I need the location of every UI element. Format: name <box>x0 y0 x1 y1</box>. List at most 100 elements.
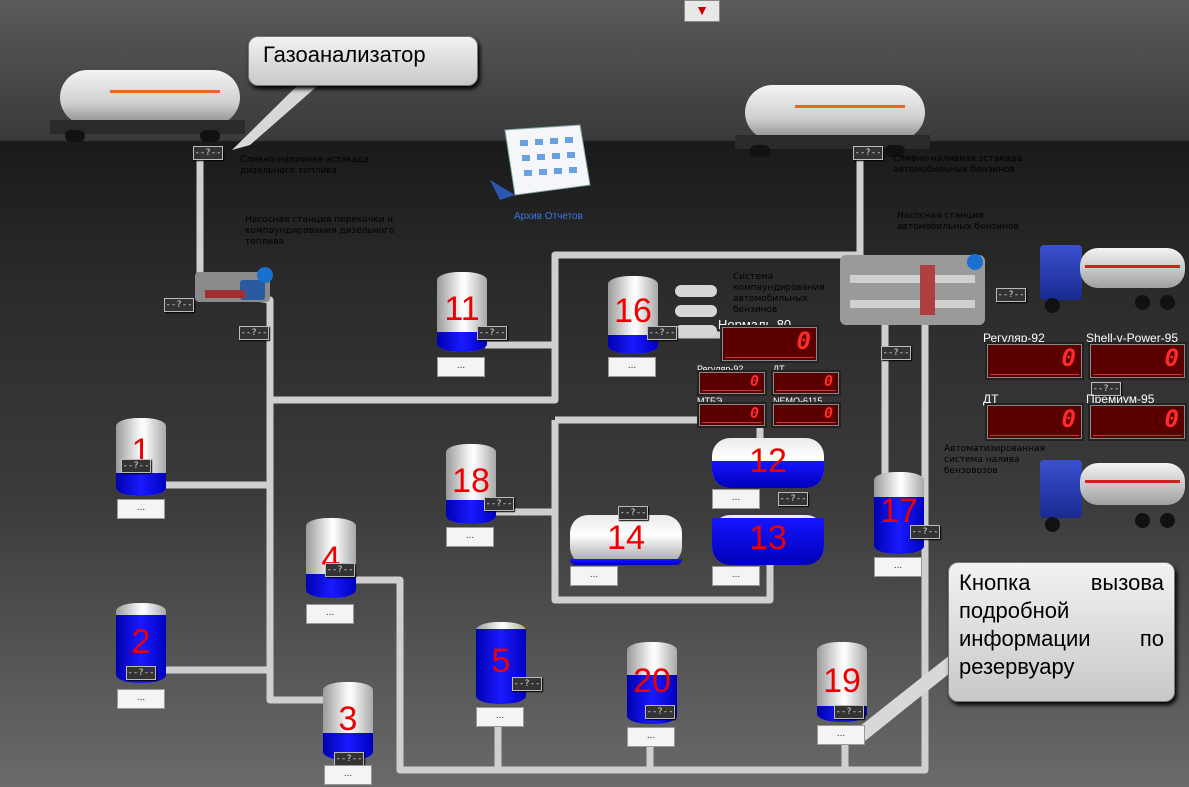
tank-2-number: 2 <box>131 623 151 661</box>
display-nemo: 0 <box>771 402 841 428</box>
callout-pointer-info <box>855 655 960 745</box>
display-dt-value: 0 <box>1061 405 1076 433</box>
callout-gas-analyzer-text: Газоанализатор <box>263 42 426 67</box>
display-mtbe: 0 <box>697 402 767 428</box>
pump-station-petrol <box>840 254 985 325</box>
display-shell95: 0 <box>1088 342 1187 380</box>
tank-4[interactable]: 4 <box>306 518 356 598</box>
info-button[interactable]: --?-- <box>1091 382 1121 396</box>
info-button[interactable]: --?-- <box>477 326 507 340</box>
display-label-prem95: Премиум-95 <box>1086 392 1155 406</box>
callout-info-button-text: Кнопка вызова подробной информации по ре… <box>959 570 1164 679</box>
tank-18-number: 18 <box>452 462 490 500</box>
info-button[interactable]: --?-- <box>126 666 156 680</box>
tank-11-number: 11 <box>444 290 480 328</box>
display-label-reg92: Регуляр-92 <box>983 331 1045 345</box>
tank-20-number: 20 <box>633 662 671 700</box>
info-button[interactable]: --?-- <box>645 705 675 719</box>
tank-3-number: 3 <box>338 700 358 738</box>
tank-3[interactable]: 3 <box>323 682 373 760</box>
blending-vessels <box>675 285 717 337</box>
display-prem95-value: 0 <box>1164 405 1179 433</box>
details-button-tank-17[interactable]: ... <box>874 557 922 577</box>
display-dt-small: 0 <box>771 370 841 396</box>
tank-2[interactable]: 2 <box>116 603 166 683</box>
details-button-tank-14[interactable]: ... <box>570 566 618 586</box>
details-button-tank-13[interactable]: ... <box>712 566 760 586</box>
info-button[interactable]: --?-- <box>853 146 883 160</box>
info-button[interactable]: --?-- <box>325 563 355 577</box>
details-button-tank-11[interactable]: ... <box>437 357 485 377</box>
display-reg92-small: 0 <box>697 370 767 396</box>
info-button[interactable]: --?-- <box>778 492 808 506</box>
archive-link[interactable]: Архив Отчетов <box>514 211 583 222</box>
label-petrol-pump: Насосная станция автомобильных бензинов <box>897 211 1019 232</box>
details-button-tank-5[interactable]: ... <box>476 707 524 727</box>
tank-14-number: 14 <box>607 519 645 557</box>
display-label-reg92-small: Регуляр-92 <box>697 364 744 374</box>
calendar-icon <box>490 124 591 200</box>
details-button-tank-3[interactable]: ... <box>324 765 372 785</box>
details-button-tank-1[interactable]: ... <box>117 499 165 519</box>
display-nemo-value: 0 <box>823 404 833 422</box>
tank-13-number: 13 <box>749 519 787 557</box>
label-diesel-rack: Сливно-наливная эстакада дизельного топл… <box>240 155 370 176</box>
tank-12-number: 12 <box>749 442 787 480</box>
callout-info-button: Кнопка вызова подробной информации по ре… <box>948 562 1175 702</box>
display-prem95: 0 <box>1088 403 1187 441</box>
display-reg92-small-value: 0 <box>749 372 759 390</box>
tank-16[interactable]: 16 <box>608 276 658 354</box>
info-button[interactable]: --?-- <box>121 459 151 473</box>
display-reg92: 0 <box>985 342 1084 380</box>
callout-gas-analyzer: Газоанализатор <box>248 36 478 86</box>
display-label-dt: ДТ <box>983 392 999 406</box>
tank-16-number: 16 <box>614 292 652 330</box>
pump-station-diesel <box>195 267 273 302</box>
display-shell95-value: 0 <box>1164 344 1179 372</box>
label-blending: Система компаундирования автомобильных б… <box>733 272 825 315</box>
info-button[interactable]: --?-- <box>834 705 864 719</box>
tank-5[interactable]: 5 <box>476 622 526 704</box>
tank-18[interactable]: 18 <box>446 444 496 524</box>
info-button[interactable]: --?-- <box>996 288 1026 302</box>
details-button-tank-2[interactable]: ... <box>117 689 165 709</box>
label-petrol-rack: Сливно-наливная эстакада автомобильных б… <box>893 154 1023 175</box>
callout-pointer-gas <box>232 75 330 150</box>
info-button[interactable]: --?-- <box>193 146 223 160</box>
display-normal80: 0 <box>720 325 819 363</box>
details-button-tank-16[interactable]: ... <box>608 357 656 377</box>
collapse-button[interactable]: ▼ <box>684 0 720 22</box>
display-label-shell95: Shell-v-Power-95 <box>1086 331 1179 345</box>
details-button-tank-18[interactable]: ... <box>446 527 494 547</box>
info-button[interactable]: --?-- <box>618 506 648 520</box>
info-button[interactable]: --?-- <box>164 298 194 312</box>
info-button[interactable]: --?-- <box>881 346 911 360</box>
tank-11[interactable]: 11 <box>437 272 487 352</box>
info-button[interactable]: --?-- <box>484 497 514 511</box>
display-mtbe-value: 0 <box>749 404 759 422</box>
info-button[interactable]: --?-- <box>512 677 542 691</box>
display-dt: 0 <box>985 403 1084 441</box>
details-button-tank-20[interactable]: ... <box>627 727 675 747</box>
info-button[interactable]: --?-- <box>647 326 677 340</box>
tank-1[interactable]: 1 <box>116 418 166 496</box>
tank-13[interactable]: 13 <box>712 515 824 565</box>
rail-tank-car-petrol <box>735 80 930 160</box>
info-button[interactable]: --?-- <box>910 525 940 539</box>
tank-17[interactable]: 17 <box>874 472 924 554</box>
tank-19-number: 19 <box>823 662 861 700</box>
info-button[interactable]: --?-- <box>334 752 364 766</box>
tank-12[interactable]: 12 <box>712 438 824 488</box>
fuel-truck-bottom <box>1040 455 1185 535</box>
details-button-tank-4[interactable]: ... <box>306 604 354 624</box>
label-diesel-pump: Насосная станция перекачки и компаундиро… <box>245 215 395 247</box>
tank-14[interactable]: 14 <box>570 515 682 565</box>
info-button[interactable]: --?-- <box>239 326 269 340</box>
display-dt-small-value: 0 <box>823 372 833 390</box>
double-chevron-down-icon: ▼ <box>695 2 709 18</box>
label-truck-loading: Автоматизированная система налива бензов… <box>944 444 1045 476</box>
details-button-tank-12[interactable]: ... <box>712 489 760 509</box>
details-button-tank-19[interactable]: ... <box>817 725 865 745</box>
rail-tank-car-diesel <box>50 65 245 145</box>
display-label-dt-small: ДТ <box>773 364 785 374</box>
